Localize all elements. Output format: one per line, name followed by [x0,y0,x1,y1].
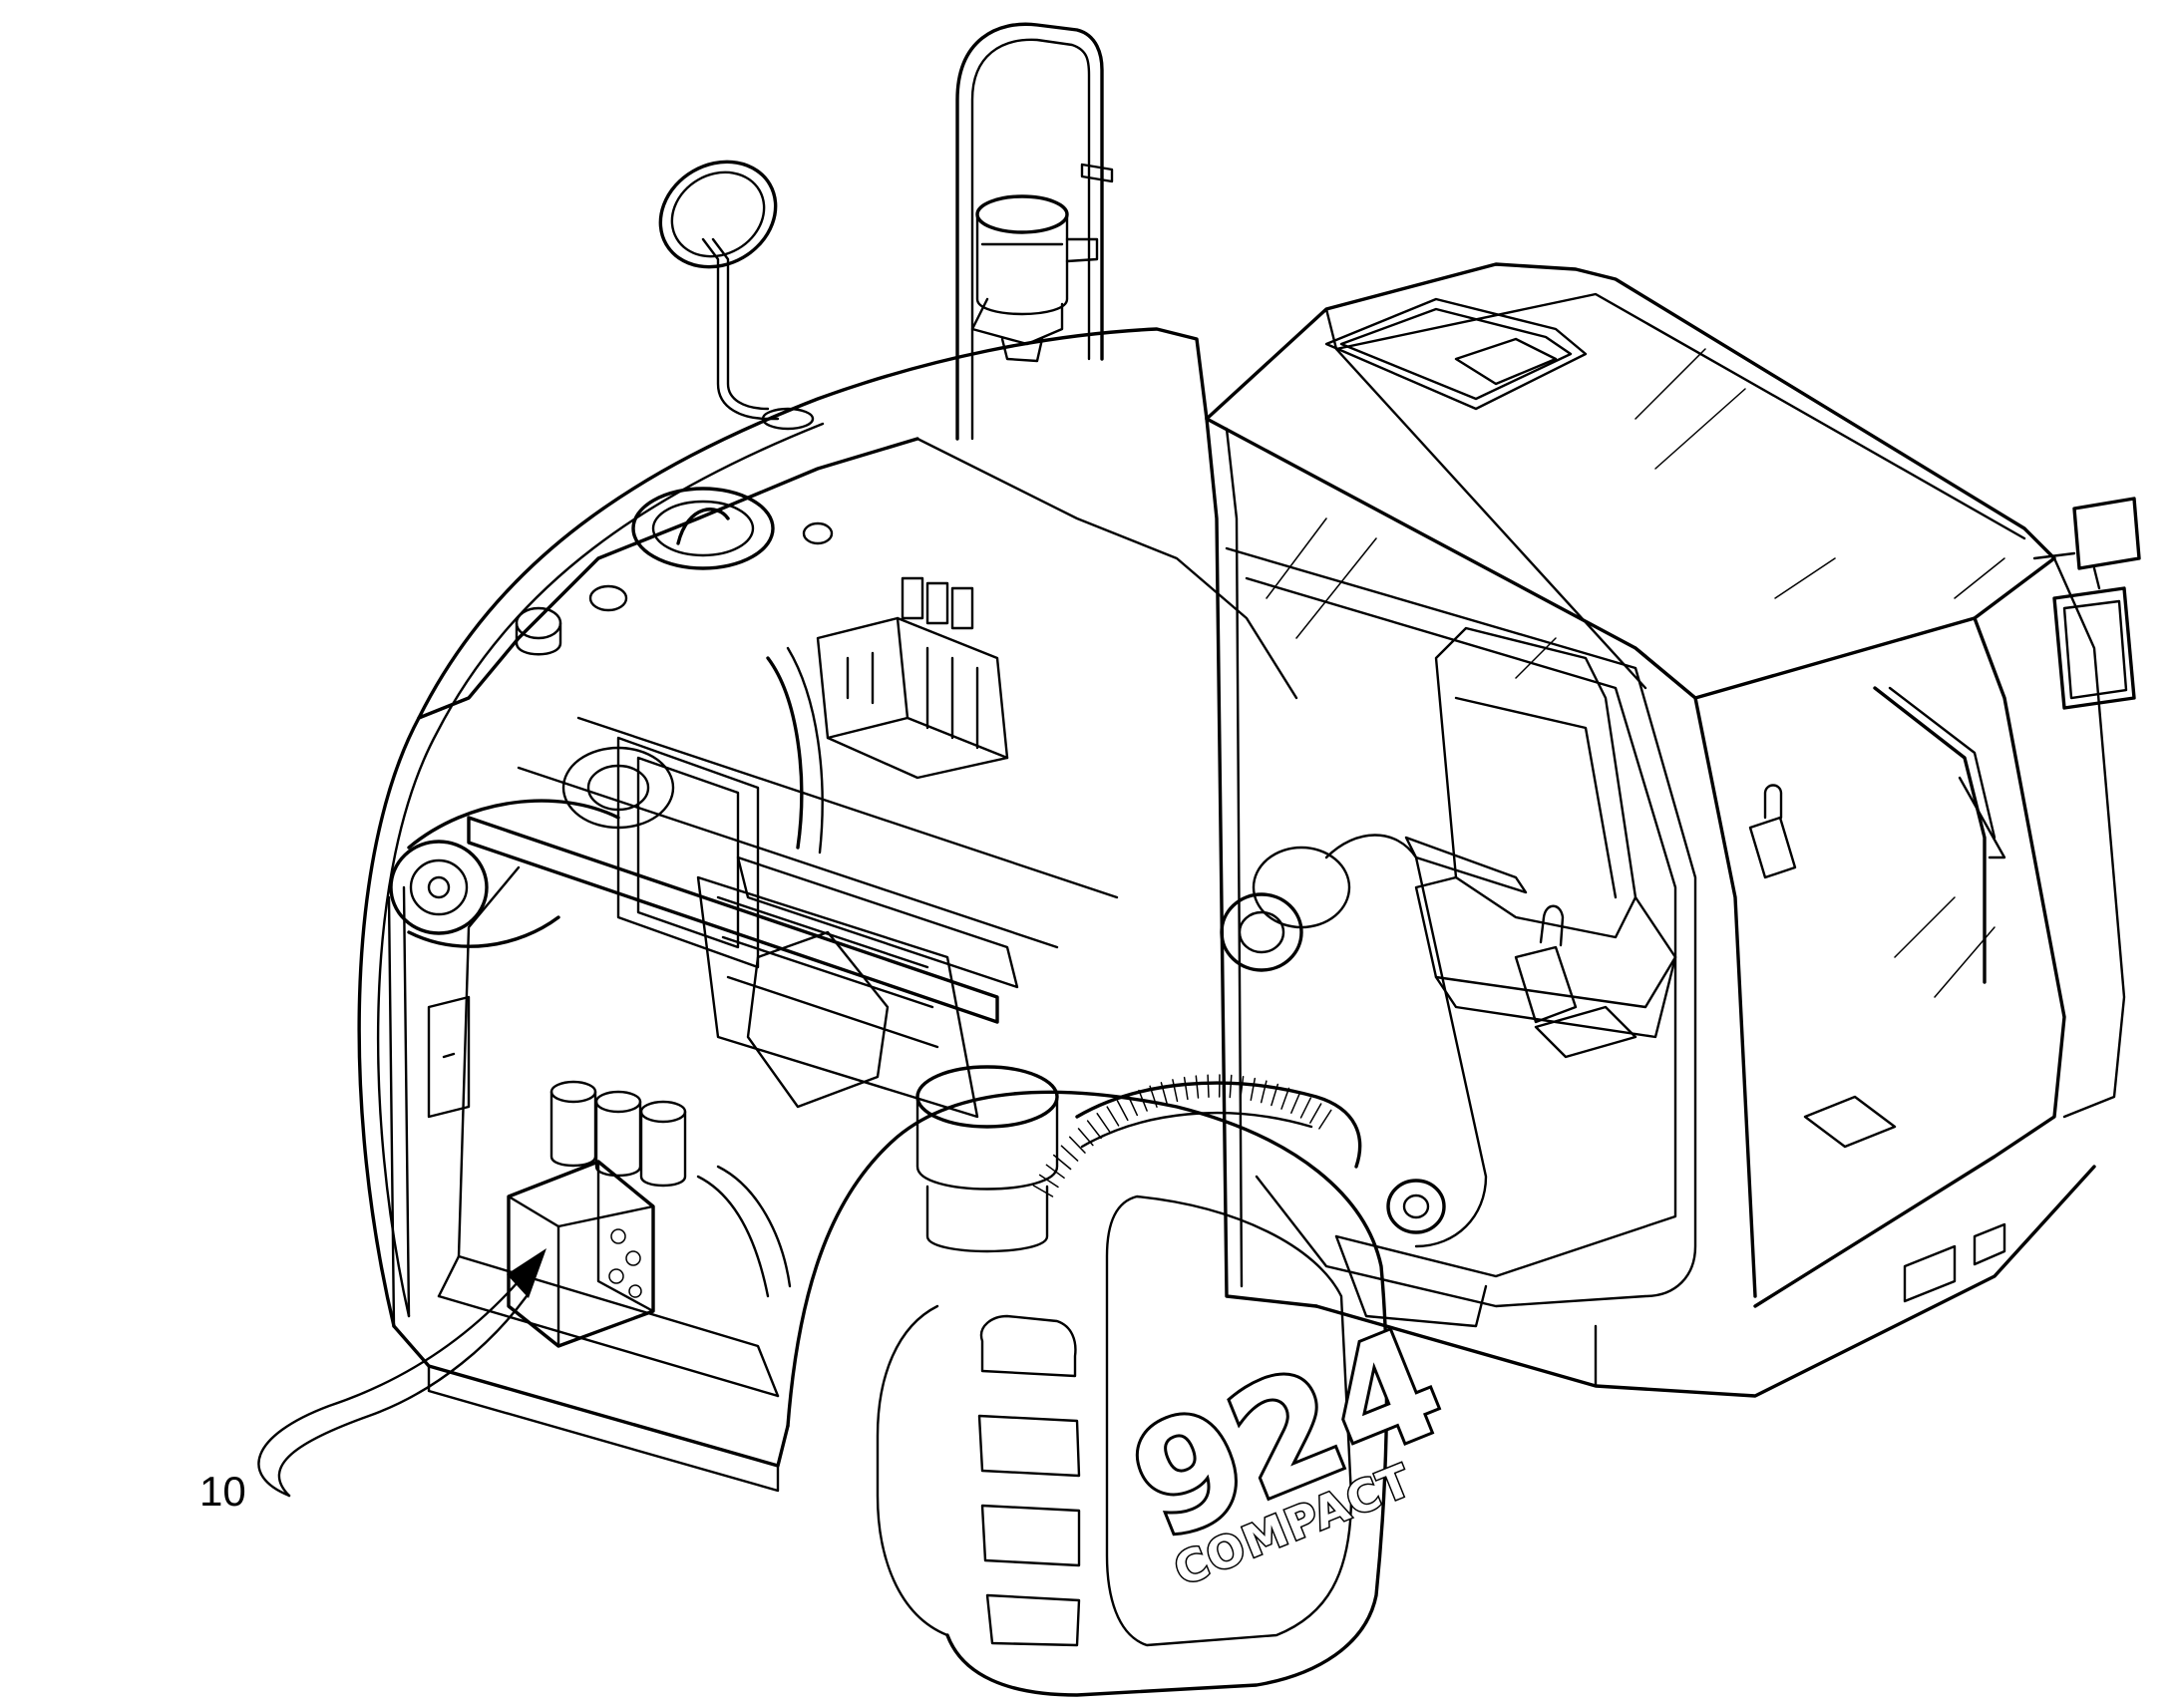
engine-bay [389,716,1119,1348]
gear-tooth [1086,1120,1102,1140]
gear-tooth [1207,1074,1210,1098]
slew-ring [1032,1074,1362,1197]
gear-tooth [1060,1145,1079,1162]
gear-tooth [1299,1097,1312,1119]
gear-tooth [1229,1074,1233,1099]
intake-box [746,930,890,1109]
operator-seat [1404,626,1897,1149]
gear-tooth [1290,1092,1301,1114]
control-unit-box [507,1160,655,1348]
gear-tooth [1250,1077,1257,1102]
right-mirror [2032,497,2141,710]
gear-tooth [1106,1106,1120,1127]
gear-tooth [1127,1094,1139,1117]
gear-tooth [1096,1113,1111,1133]
precleaner [970,194,1099,363]
handrail [955,22,1114,441]
roof-hatch [1324,297,1588,411]
operator-cab [1205,262,2126,1398]
gear-tooth [1172,1079,1179,1103]
engine-block [696,875,979,1119]
gear-tooth [1160,1082,1168,1105]
side-service-panel: 924 COMPACT [786,1090,1468,1697]
joystick-left [1514,945,1578,1024]
gear-tooth [1309,1103,1322,1124]
gear-tooth [1260,1080,1268,1104]
gear-tooth [1032,1185,1054,1197]
deck-caps [515,487,834,656]
gear-tooth [1138,1089,1148,1112]
gear-tooth [1271,1083,1279,1107]
gear-tooth [1077,1128,1094,1147]
callout-arrowhead [507,1248,546,1298]
glass-reflections [1266,348,2005,998]
callout-label: 10 [199,1468,246,1515]
gear-teeth [1032,1074,1332,1197]
left-mirror [658,160,815,431]
hood-shell [357,327,1298,1493]
gear-tooth [1195,1075,1200,1099]
wiper [1873,686,2006,984]
tank-filler-cap [631,487,775,570]
gear-tooth [1280,1087,1290,1110]
gear-tooth [1038,1174,1059,1189]
boom-pivot [1220,834,1488,1328]
joystick-right [1748,816,1797,879]
callout-10: 10 [199,1248,546,1515]
gear-tooth [1116,1100,1129,1122]
model-decal: 924 COMPACT [1107,1293,1468,1598]
cab-roof [1205,262,2056,700]
gear-tooth [1183,1076,1189,1101]
control-valve-block [766,576,1009,854]
gear-tooth [1318,1109,1332,1130]
gear-tooth [1149,1085,1158,1108]
crank-pulley [389,840,489,935]
gear-tooth [1068,1136,1086,1154]
radiator [616,736,760,969]
fuel-filters [549,1080,687,1188]
